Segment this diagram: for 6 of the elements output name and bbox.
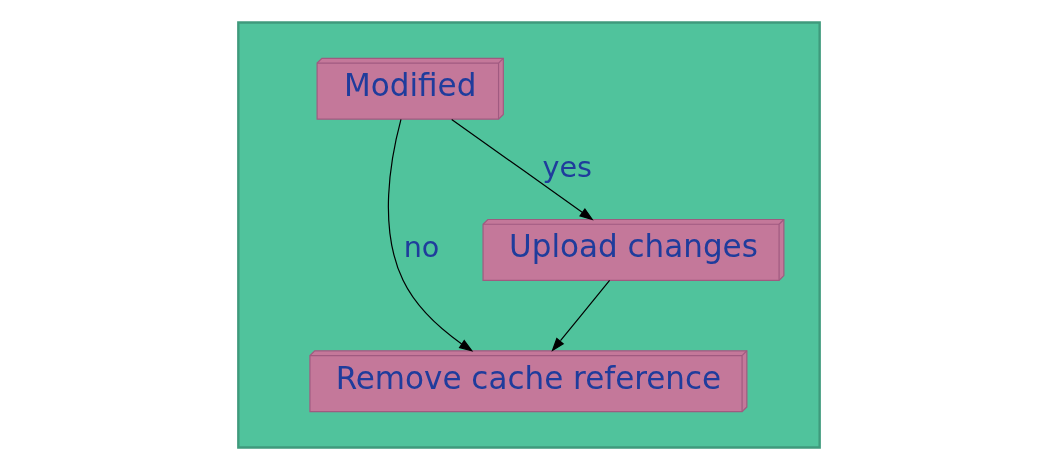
edge-label: yes — [541, 149, 592, 184]
arrow — [387, 118, 473, 352]
arrow — [450, 118, 594, 221]
edge-label: no — [403, 230, 439, 265]
cluster — [236, 21, 821, 449]
arrow — [550, 279, 610, 352]
